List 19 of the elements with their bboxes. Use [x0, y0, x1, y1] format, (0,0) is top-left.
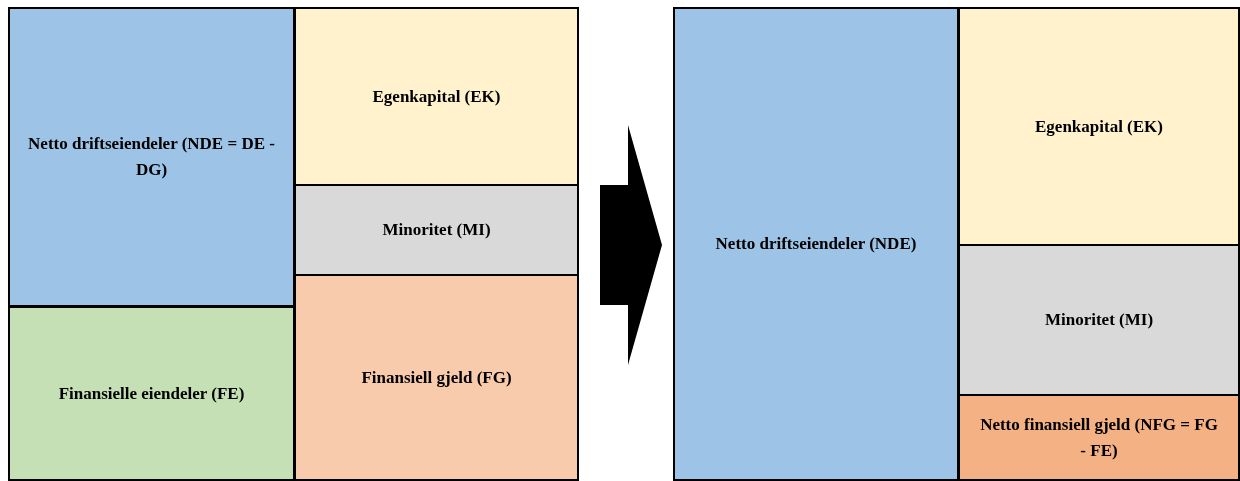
balance-block [8, 7, 295, 307]
balance-block [294, 184, 579, 276]
block-label: Finansiell gjeld (FG) [360, 366, 513, 389]
balance-block [958, 7, 1240, 246]
balance-block [8, 306, 295, 481]
balance-block [958, 244, 1240, 396]
block-label: Egenkapital (EK) [1034, 115, 1164, 138]
block-label: Finansielle eiendeler (FE) [57, 382, 246, 405]
balance-block [294, 7, 579, 186]
block-label: Netto driftseiendeler (NDE) [714, 233, 918, 255]
balance-block [673, 7, 959, 481]
block-label: Netto finansiell gjeld (NFG = FG - FE) [979, 413, 1219, 462]
balance-block [294, 274, 579, 481]
balance-block [958, 394, 1240, 481]
block-label: Minoritet (MI) [1043, 309, 1155, 331]
block-label: Egenkapital (EK) [371, 85, 502, 108]
block-arrow [600, 125, 662, 365]
block-label: Netto driftseiendeler (NDE = DE - DG) [27, 133, 276, 181]
block-label: Minoritet (MI) [381, 219, 492, 241]
